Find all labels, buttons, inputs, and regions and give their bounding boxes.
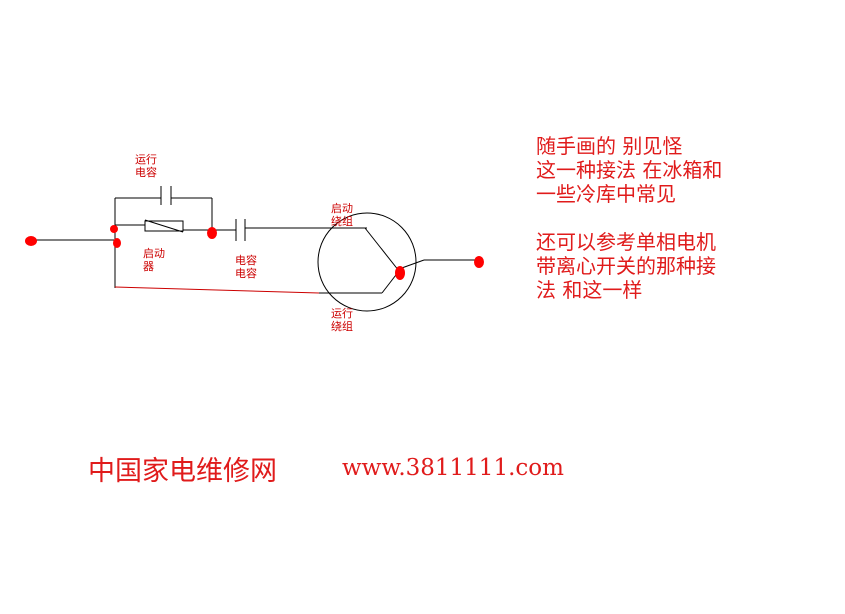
note-line: 这一种接法 在冰箱和 [536, 158, 723, 182]
start-winding-line [364, 227, 400, 272]
note-line: 法 和这一样 [536, 278, 643, 302]
terminal-dot-right [474, 256, 484, 268]
run-capacitor-label: 运行电容 [135, 153, 157, 179]
explanation-note: 随手画的 别见怪 这一种接法 在冰箱和 一些冷库中常见 还可以参考单相电机 带离… [536, 134, 836, 302]
start-relay-label: 启动器 [143, 247, 165, 273]
site-url: www.3811111.com [342, 455, 564, 481]
motor-common-dot [395, 266, 405, 280]
junction-dot-top [110, 225, 118, 233]
note-line: 一些冷库中常见 [536, 182, 676, 206]
junction-dot-cap [207, 227, 217, 239]
relay-diagonal [144, 219, 184, 233]
note-spacer [536, 206, 836, 230]
junction-dot-bottom [113, 238, 121, 248]
start-capacitor-label: 电容电容 [235, 253, 257, 280]
site-brand: 中国家电维修网 [88, 456, 277, 487]
note-line: 带离心开关的那种接 [536, 254, 716, 278]
common-wire [398, 259, 425, 270]
start-relay-resistor [144, 220, 184, 232]
start-winding-label: 启动绕组 [331, 202, 353, 228]
note-line: 还可以参考单相电机 [536, 230, 716, 254]
return-wire [114, 286, 320, 294]
motor-circle [317, 212, 417, 312]
run-winding-label: 运行绕组 [331, 307, 353, 333]
terminal-dot-left [25, 236, 37, 246]
note-line: 随手画的 别见怪 [536, 134, 683, 158]
